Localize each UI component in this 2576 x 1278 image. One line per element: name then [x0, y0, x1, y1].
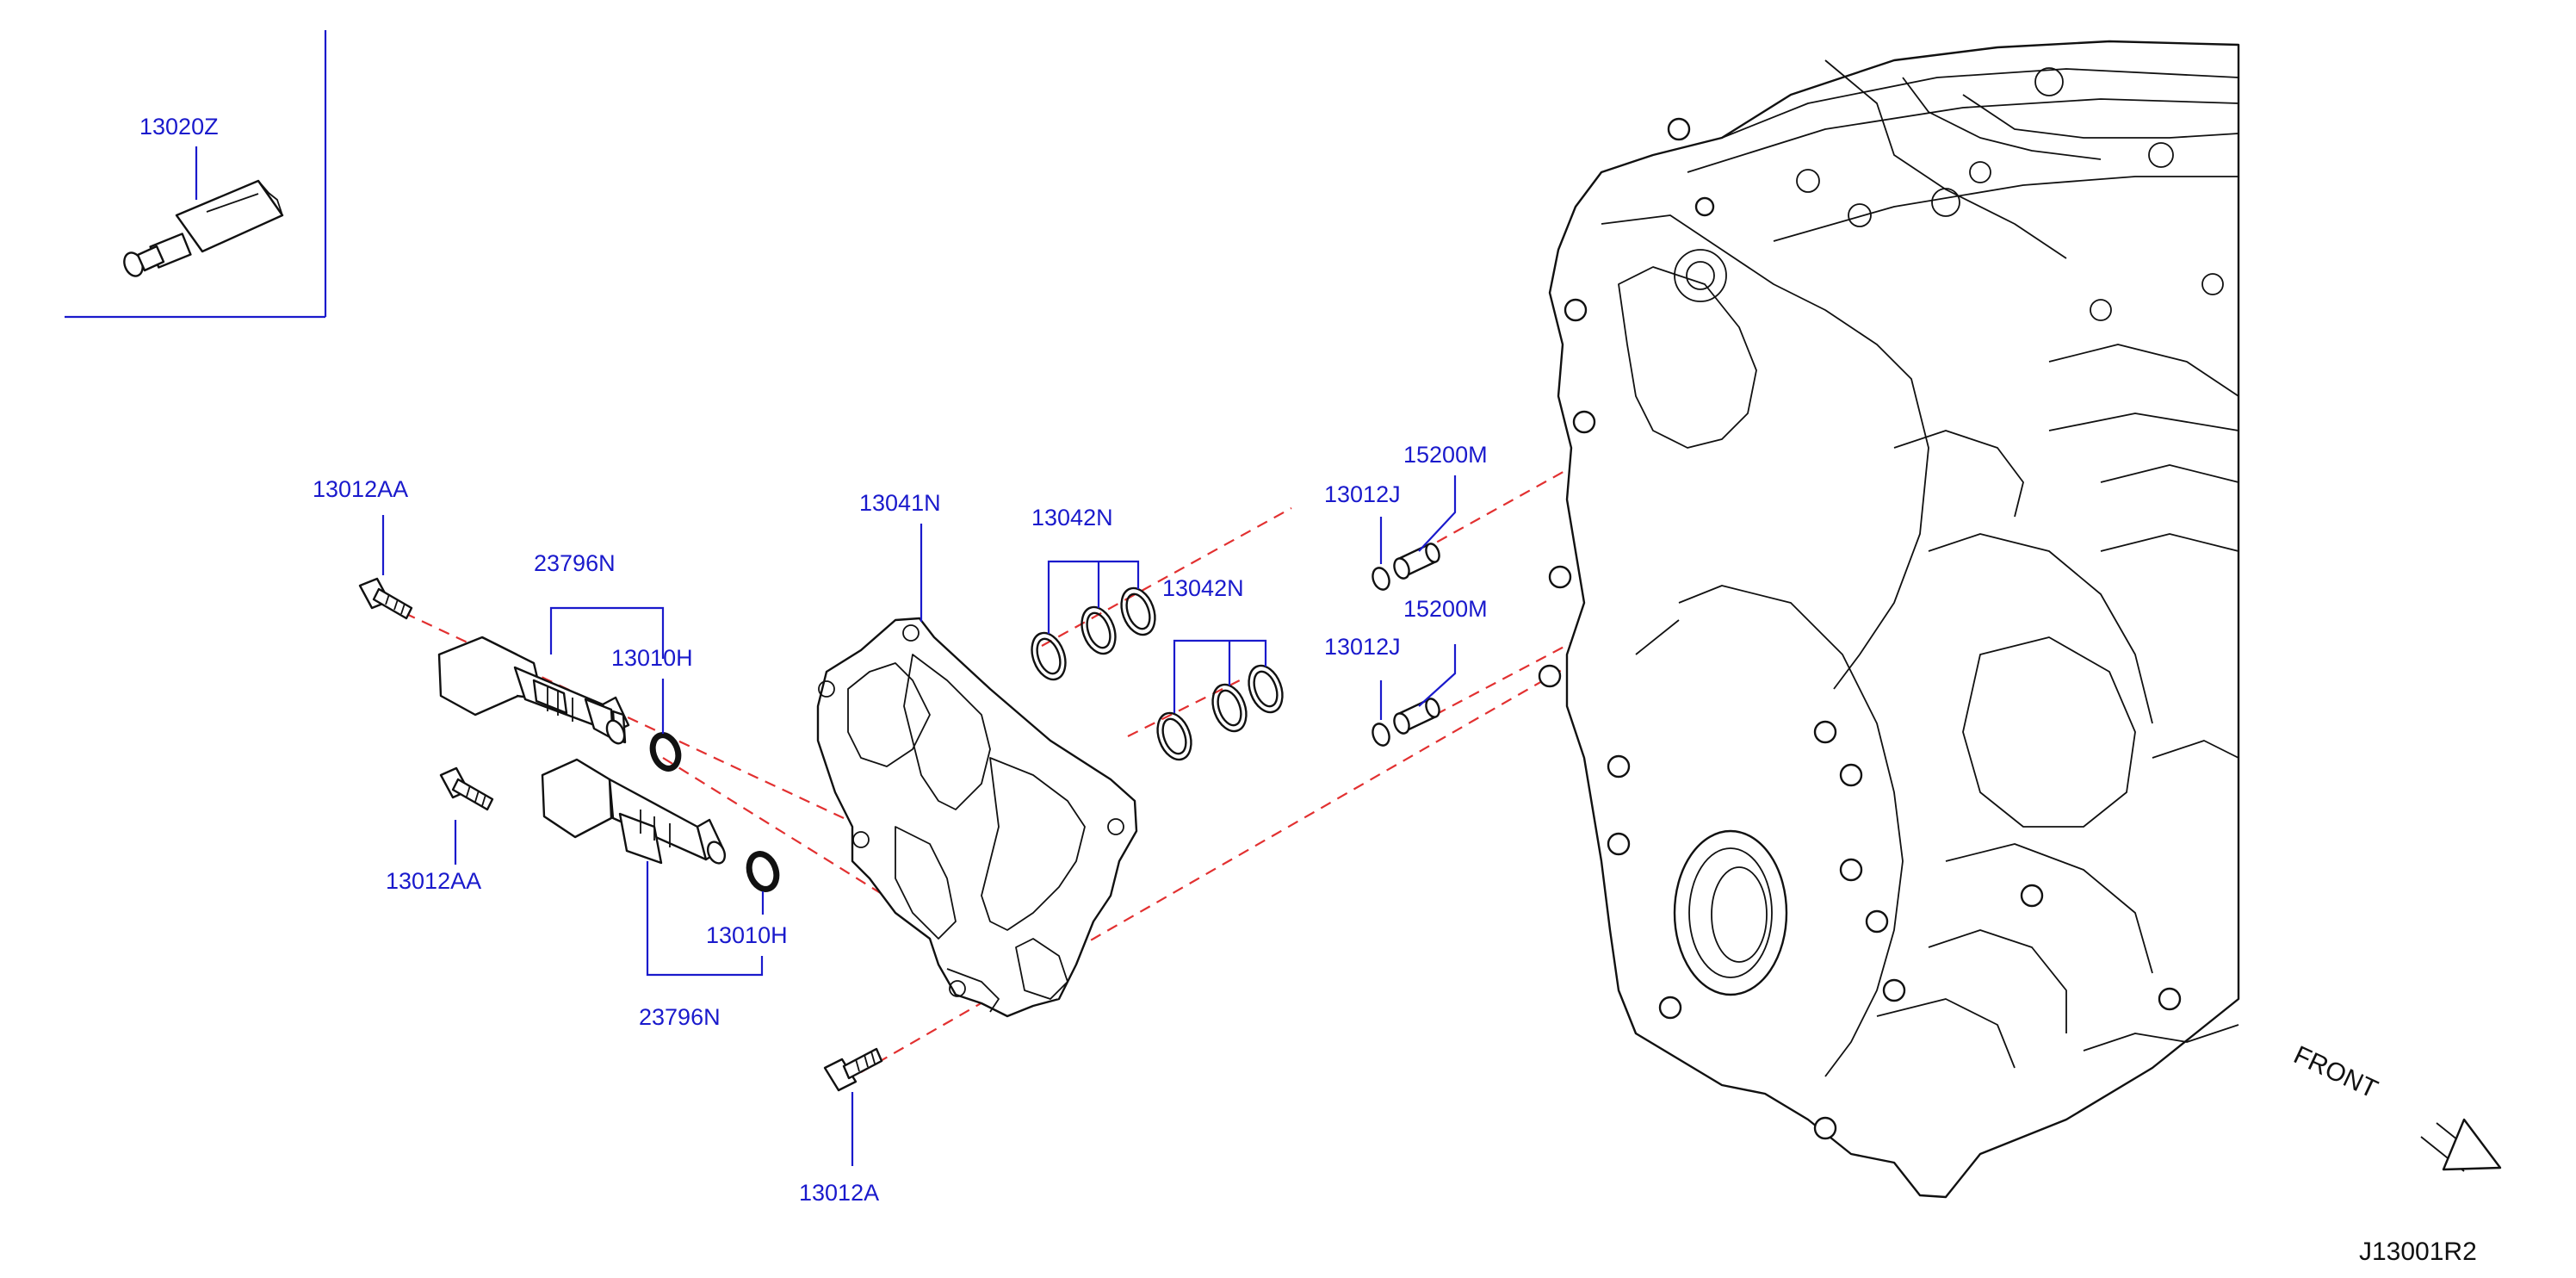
- oring-13010H-bottom: [746, 851, 780, 892]
- block-bolt-heads: [1538, 117, 2182, 1140]
- callout-13012A: 13012A: [799, 1180, 879, 1206]
- sealant-inset: 13020Z: [65, 30, 327, 319]
- front-arrow-icon: [2420, 1118, 2502, 1172]
- timing-cover-13041N: [816, 617, 1138, 1018]
- bolt-13012AA-top: [358, 577, 413, 620]
- callout-15200M-bottom: 15200M: [1403, 596, 1488, 622]
- callout-leaders: [381, 475, 1457, 1166]
- callout-15200M-top: 15200M: [1403, 442, 1488, 468]
- pipe-15200M-top: [1393, 543, 1440, 580]
- front-label: FRONT: [2289, 1040, 2382, 1104]
- bolt-13012A: [823, 1047, 883, 1092]
- callout-23796N-top: 23796N: [534, 550, 616, 576]
- solenoid-valve-23796N-bottom: [541, 758, 727, 865]
- washer-13012J-top: [1372, 567, 1390, 591]
- callout-13010H-bottom: 13010H: [706, 922, 788, 948]
- engine-block: [1538, 40, 2240, 1199]
- washer-13012J-bottom: [1372, 723, 1390, 747]
- pipe-15200M-bottom: [1393, 698, 1440, 735]
- bolt-13012AA-bottom: [439, 766, 494, 811]
- front-indicator: FRONT: [2289, 1040, 2502, 1172]
- callout-23796N-bottom: 23796N: [639, 1004, 721, 1030]
- oring-13010H-top: [649, 732, 682, 772]
- callout-13012J-bottom: 13012J: [1324, 634, 1401, 660]
- callout-13042N-top: 13042N: [1031, 505, 1113, 530]
- callout-13041N: 13041N: [859, 490, 941, 516]
- diagram-reference: J13001R2: [2359, 1238, 2477, 1266]
- callout-13042N-mid: 13042N: [1162, 575, 1244, 601]
- callout-13012AA-top: 13012AA: [313, 476, 408, 502]
- callout-13020Z: 13020Z: [139, 114, 219, 140]
- sealant-tube-icon: [123, 179, 284, 277]
- oring-set-13042N-top: [1031, 586, 1156, 681]
- oring-set-13042N-mid: [1156, 664, 1284, 761]
- solenoid-valve-23796N-top: [437, 636, 630, 745]
- callout-13012J-top: 13012J: [1324, 481, 1401, 507]
- callout-labels: 13012AA 23796N 13010H 13041N 13042N 1304…: [313, 442, 1488, 1206]
- callout-13010H-top: 13010H: [611, 645, 693, 671]
- callout-13012AA-bottom: 13012AA: [386, 868, 481, 894]
